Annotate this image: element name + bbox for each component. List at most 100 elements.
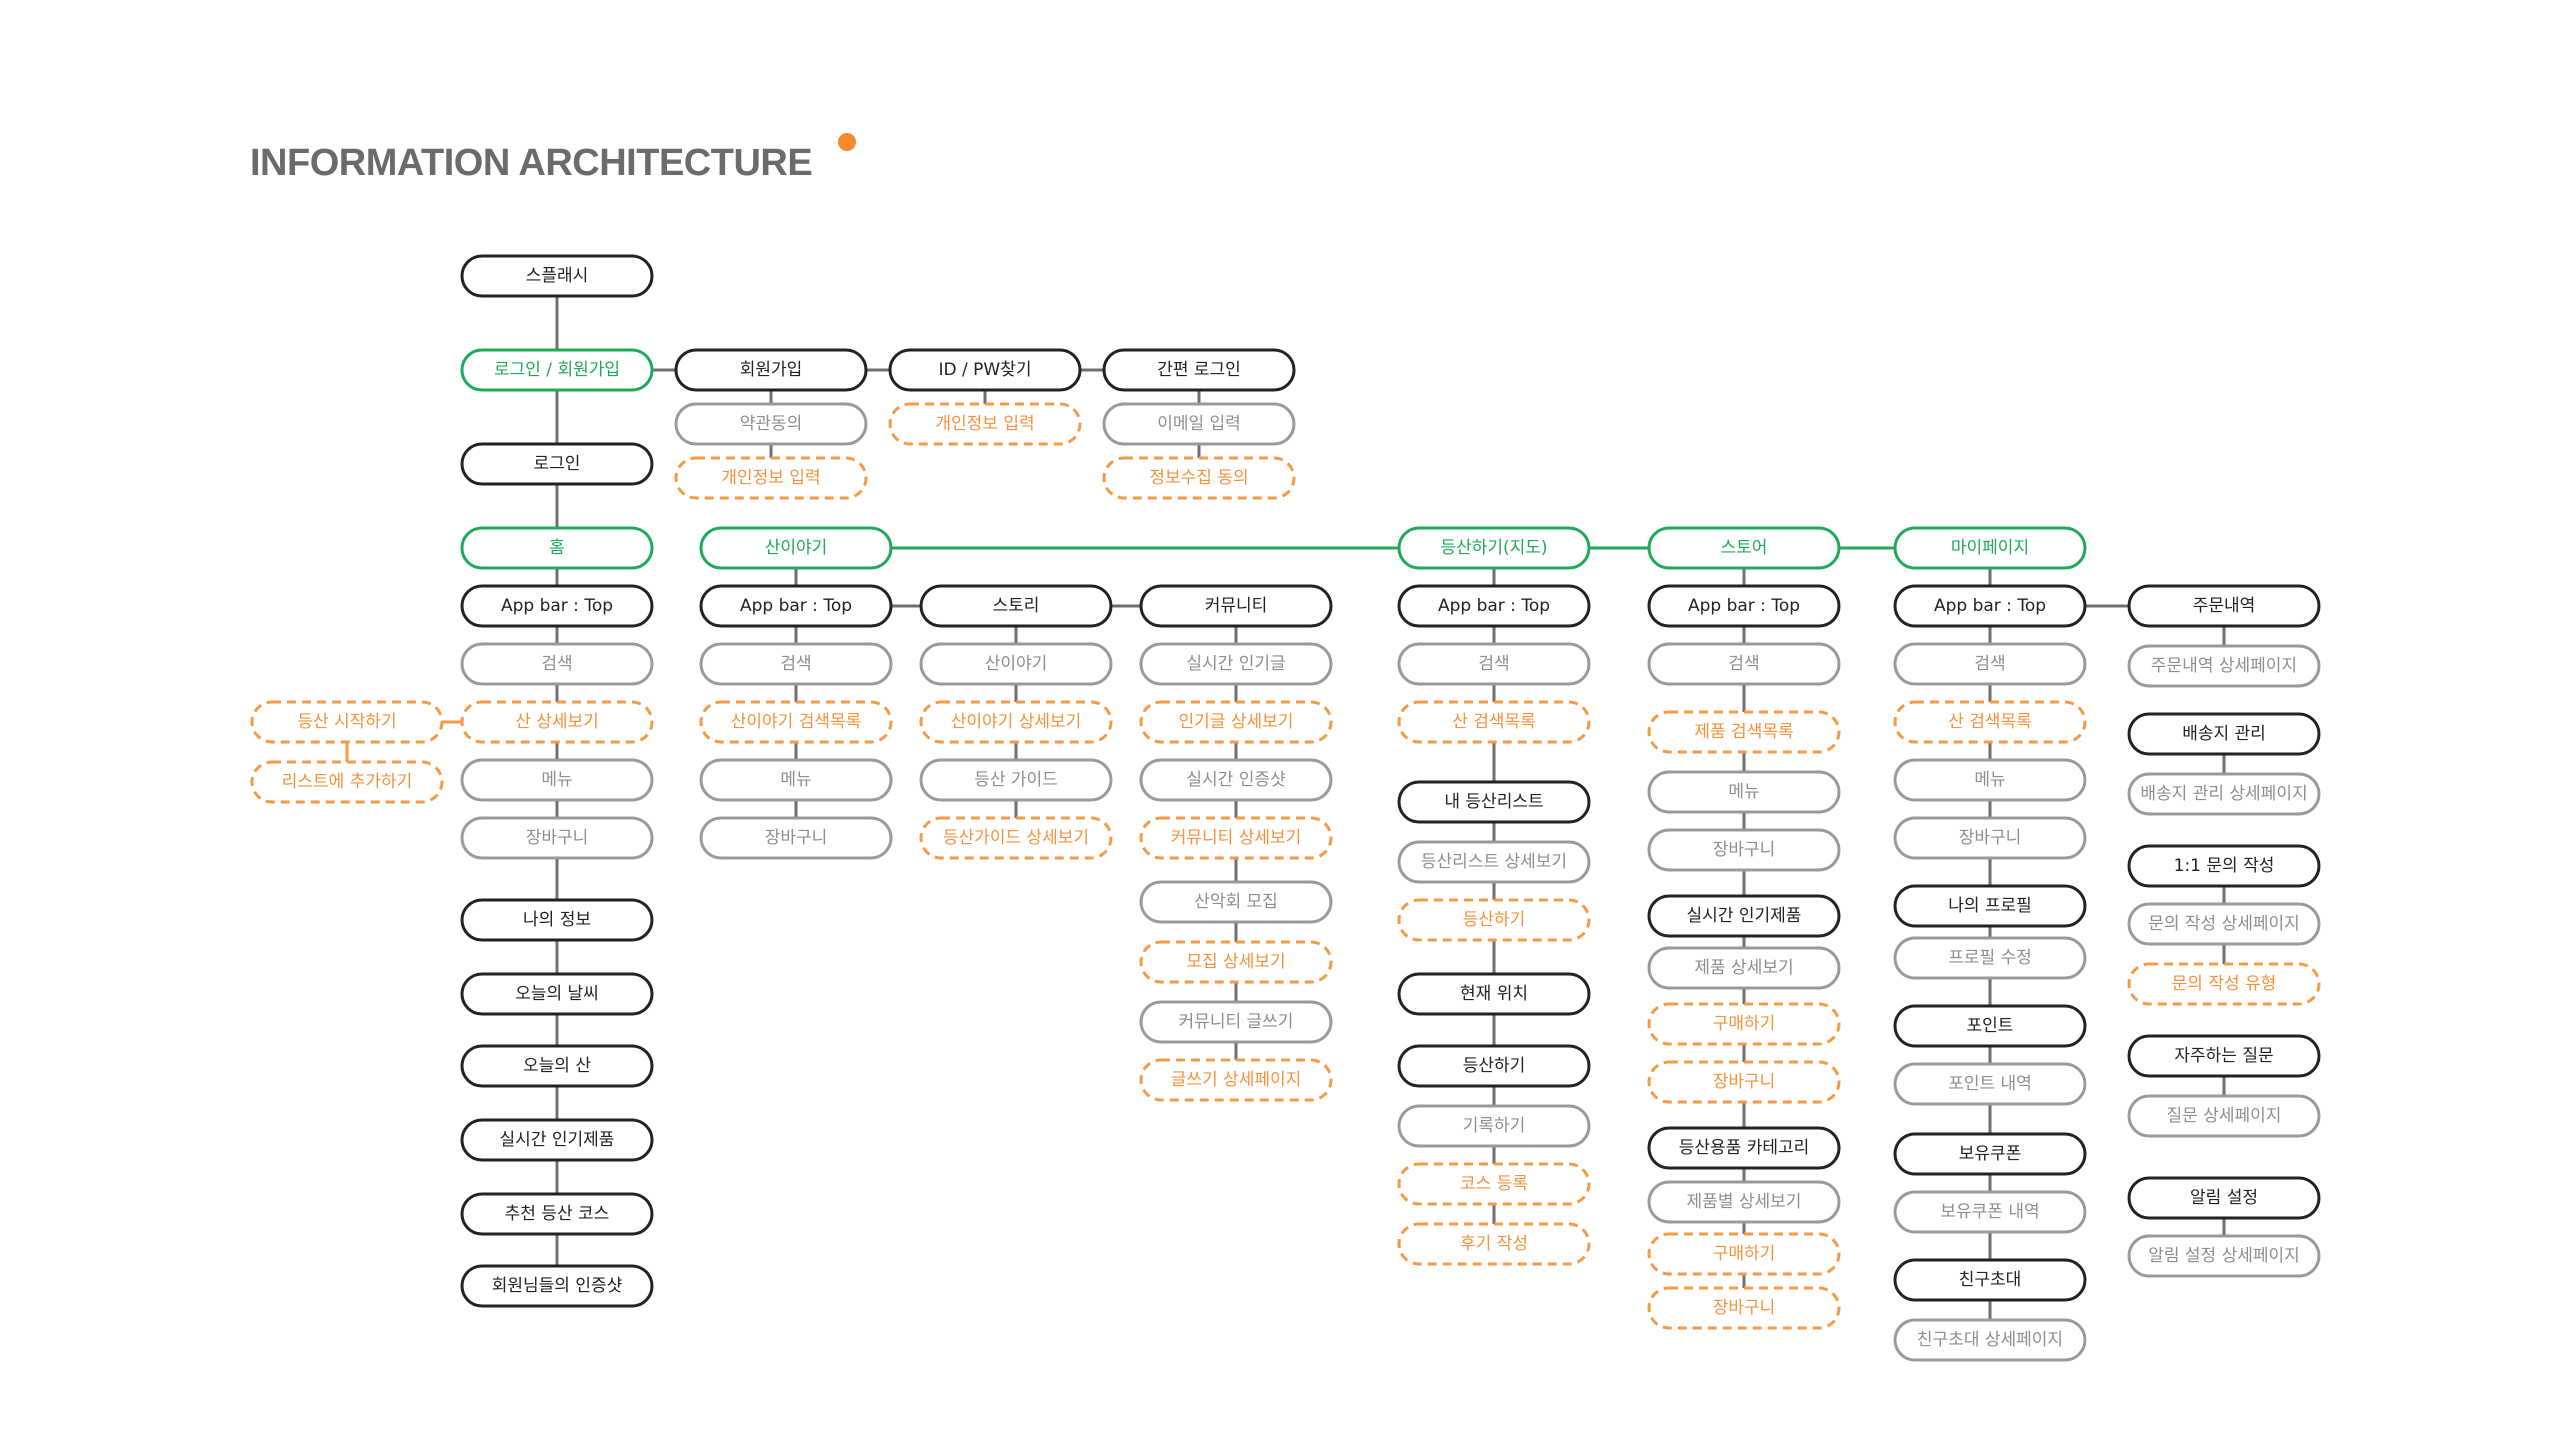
node-box bbox=[1893, 584, 2087, 628]
node-box bbox=[460, 584, 654, 628]
node-label: 나의 정보 bbox=[523, 910, 591, 930]
node-box bbox=[460, 1044, 654, 1088]
node-box bbox=[250, 700, 444, 744]
node-home: 홈 bbox=[460, 526, 654, 570]
node-signup-info: 개인정보 입력 bbox=[674, 456, 868, 500]
node-box bbox=[1647, 894, 1841, 938]
node-label: 알림 설정 bbox=[2190, 1188, 2258, 1208]
node-label: 리스트에 추가하기 bbox=[282, 772, 413, 792]
node-find-info: 개인정보 입력 bbox=[888, 402, 1082, 446]
node-label: 이메일 입력 bbox=[1157, 414, 1241, 434]
node-gear-category: 등산용품 카테고리 bbox=[1647, 1126, 1841, 1170]
node-box bbox=[1647, 710, 1841, 754]
node-label: 산이야기 상세보기 bbox=[951, 712, 1082, 732]
node-box bbox=[1893, 700, 2087, 744]
node-product-each-detail: 제품별 상세보기 bbox=[1647, 1180, 1841, 1224]
node-record: 기록하기 bbox=[1397, 1104, 1591, 1148]
node-hiking-guide: 등산 가이드 bbox=[919, 758, 1113, 802]
node-map-search-list: 산 검색목록 bbox=[1397, 700, 1591, 744]
node-my-menu: 메뉴 bbox=[1893, 758, 2087, 802]
node-label: 친구초대 상세페이지 bbox=[1917, 1330, 2063, 1350]
node-label: 주문내역 상세페이지 bbox=[2151, 656, 2297, 676]
node-box bbox=[1397, 584, 1591, 628]
node-label: 구매하기 bbox=[1713, 1244, 1776, 1264]
node-label: 산 검색목록 bbox=[1452, 712, 1536, 732]
node-label: 인기글 상세보기 bbox=[1179, 712, 1294, 732]
node-label: 메뉴 bbox=[541, 770, 572, 790]
node-box bbox=[1893, 1132, 2087, 1176]
node-write-post: 커뮤니티 글쓰기 bbox=[1139, 1000, 1333, 1044]
node-box bbox=[1647, 526, 1841, 570]
node-label: 오늘의 산 bbox=[523, 1056, 591, 1076]
node-label: 나의 프로필 bbox=[1948, 896, 2032, 916]
node-label: 실시간 인증샷 bbox=[1186, 770, 1285, 790]
node-club-recruit: 산악회 모집 bbox=[1139, 880, 1333, 924]
node-box bbox=[699, 816, 893, 860]
node-box bbox=[460, 1118, 654, 1162]
node-signup: 회원가입 bbox=[674, 348, 868, 392]
node-label: 실시간 인기글 bbox=[1186, 654, 1285, 674]
node-label: 등산하기 bbox=[1463, 910, 1526, 930]
node-box bbox=[460, 1192, 654, 1236]
node-box bbox=[2127, 1094, 2321, 1138]
node-home-menu: 메뉴 bbox=[460, 758, 654, 802]
node-label: App bar : Top bbox=[1688, 596, 1800, 616]
node-home-cart: 장바구니 bbox=[460, 816, 654, 860]
node-label: 회원님들의 인증샷 bbox=[492, 1276, 623, 1296]
node-box bbox=[1647, 584, 1841, 628]
node-box bbox=[919, 700, 1113, 744]
node-label: 로그인 bbox=[534, 454, 581, 474]
node-recommend-course: 추천 등산 코스 bbox=[460, 1192, 654, 1236]
node-box bbox=[1647, 946, 1841, 990]
node-box bbox=[1647, 1286, 1841, 1330]
node-store-appbar: App bar : Top bbox=[1647, 584, 1841, 628]
node-community-detail: 커뮤니티 상세보기 bbox=[1139, 816, 1333, 860]
node-label: 등산용품 카테고리 bbox=[1679, 1138, 1810, 1158]
node-box bbox=[674, 456, 868, 500]
node-label: 모집 상세보기 bbox=[1186, 952, 1285, 972]
node-box bbox=[460, 442, 654, 486]
node-popular-detail: 인기글 상세보기 bbox=[1139, 700, 1333, 744]
node-label: 오늘의 날씨 bbox=[515, 984, 599, 1004]
node-label: ID / PW찾기 bbox=[939, 360, 1032, 380]
node-label: 정보수집 동의 bbox=[1149, 468, 1248, 488]
node-box bbox=[1647, 1180, 1841, 1224]
node-label: 산이야기 검색목록 bbox=[731, 712, 862, 732]
node-box bbox=[250, 760, 444, 804]
node-label: 개인정보 입력 bbox=[721, 468, 820, 488]
node-point: 포인트 bbox=[1893, 1004, 2087, 1048]
node-box bbox=[460, 758, 654, 802]
node-label: 제품 검색목록 bbox=[1694, 722, 1793, 742]
node-label: 내 등산리스트 bbox=[1444, 792, 1543, 812]
node-box bbox=[2127, 1234, 2321, 1278]
node-box bbox=[1647, 1060, 1841, 1104]
node-label: 프로필 수정 bbox=[1948, 948, 2032, 968]
node-box bbox=[460, 1264, 654, 1308]
node-hike-map: 등산하기(지도) bbox=[1397, 526, 1591, 570]
node-box bbox=[1139, 1058, 1333, 1102]
node-label: 등산리스트 상세보기 bbox=[1421, 852, 1567, 872]
node-notify-detail: 알림 설정 상세페이지 bbox=[2127, 1234, 2321, 1278]
node-hike-start: 등산하기 bbox=[1397, 898, 1591, 942]
node-box bbox=[888, 402, 1082, 446]
node-my-hike-list: 내 등산리스트 bbox=[1397, 780, 1591, 824]
node-consent: 정보수집 동의 bbox=[1102, 456, 1296, 500]
node-label: 산이야기 bbox=[765, 538, 828, 558]
node-box bbox=[2127, 584, 2321, 628]
node-box bbox=[1397, 972, 1591, 1016]
node-current-location: 현재 위치 bbox=[1397, 972, 1591, 1016]
node-label: 등산 가이드 bbox=[974, 770, 1058, 790]
node-invite-detail: 친구초대 상세페이지 bbox=[1893, 1318, 2087, 1362]
node-label: 산 검색목록 bbox=[1948, 712, 2032, 732]
node-story-menu: 메뉴 bbox=[699, 758, 893, 802]
node-box bbox=[1893, 758, 2087, 802]
node-box bbox=[1102, 456, 1296, 500]
node-label: 구매하기 bbox=[1713, 1014, 1776, 1034]
node-label: 로그인 / 회원가입 bbox=[494, 360, 620, 380]
node-story-appbar: App bar : Top bbox=[699, 584, 893, 628]
node-box bbox=[2127, 644, 2321, 688]
node-my-search: 검색 bbox=[1893, 642, 2087, 686]
node-email-input: 이메일 입력 bbox=[1102, 402, 1296, 446]
node-mypage: 마이페이지 bbox=[1893, 526, 2087, 570]
